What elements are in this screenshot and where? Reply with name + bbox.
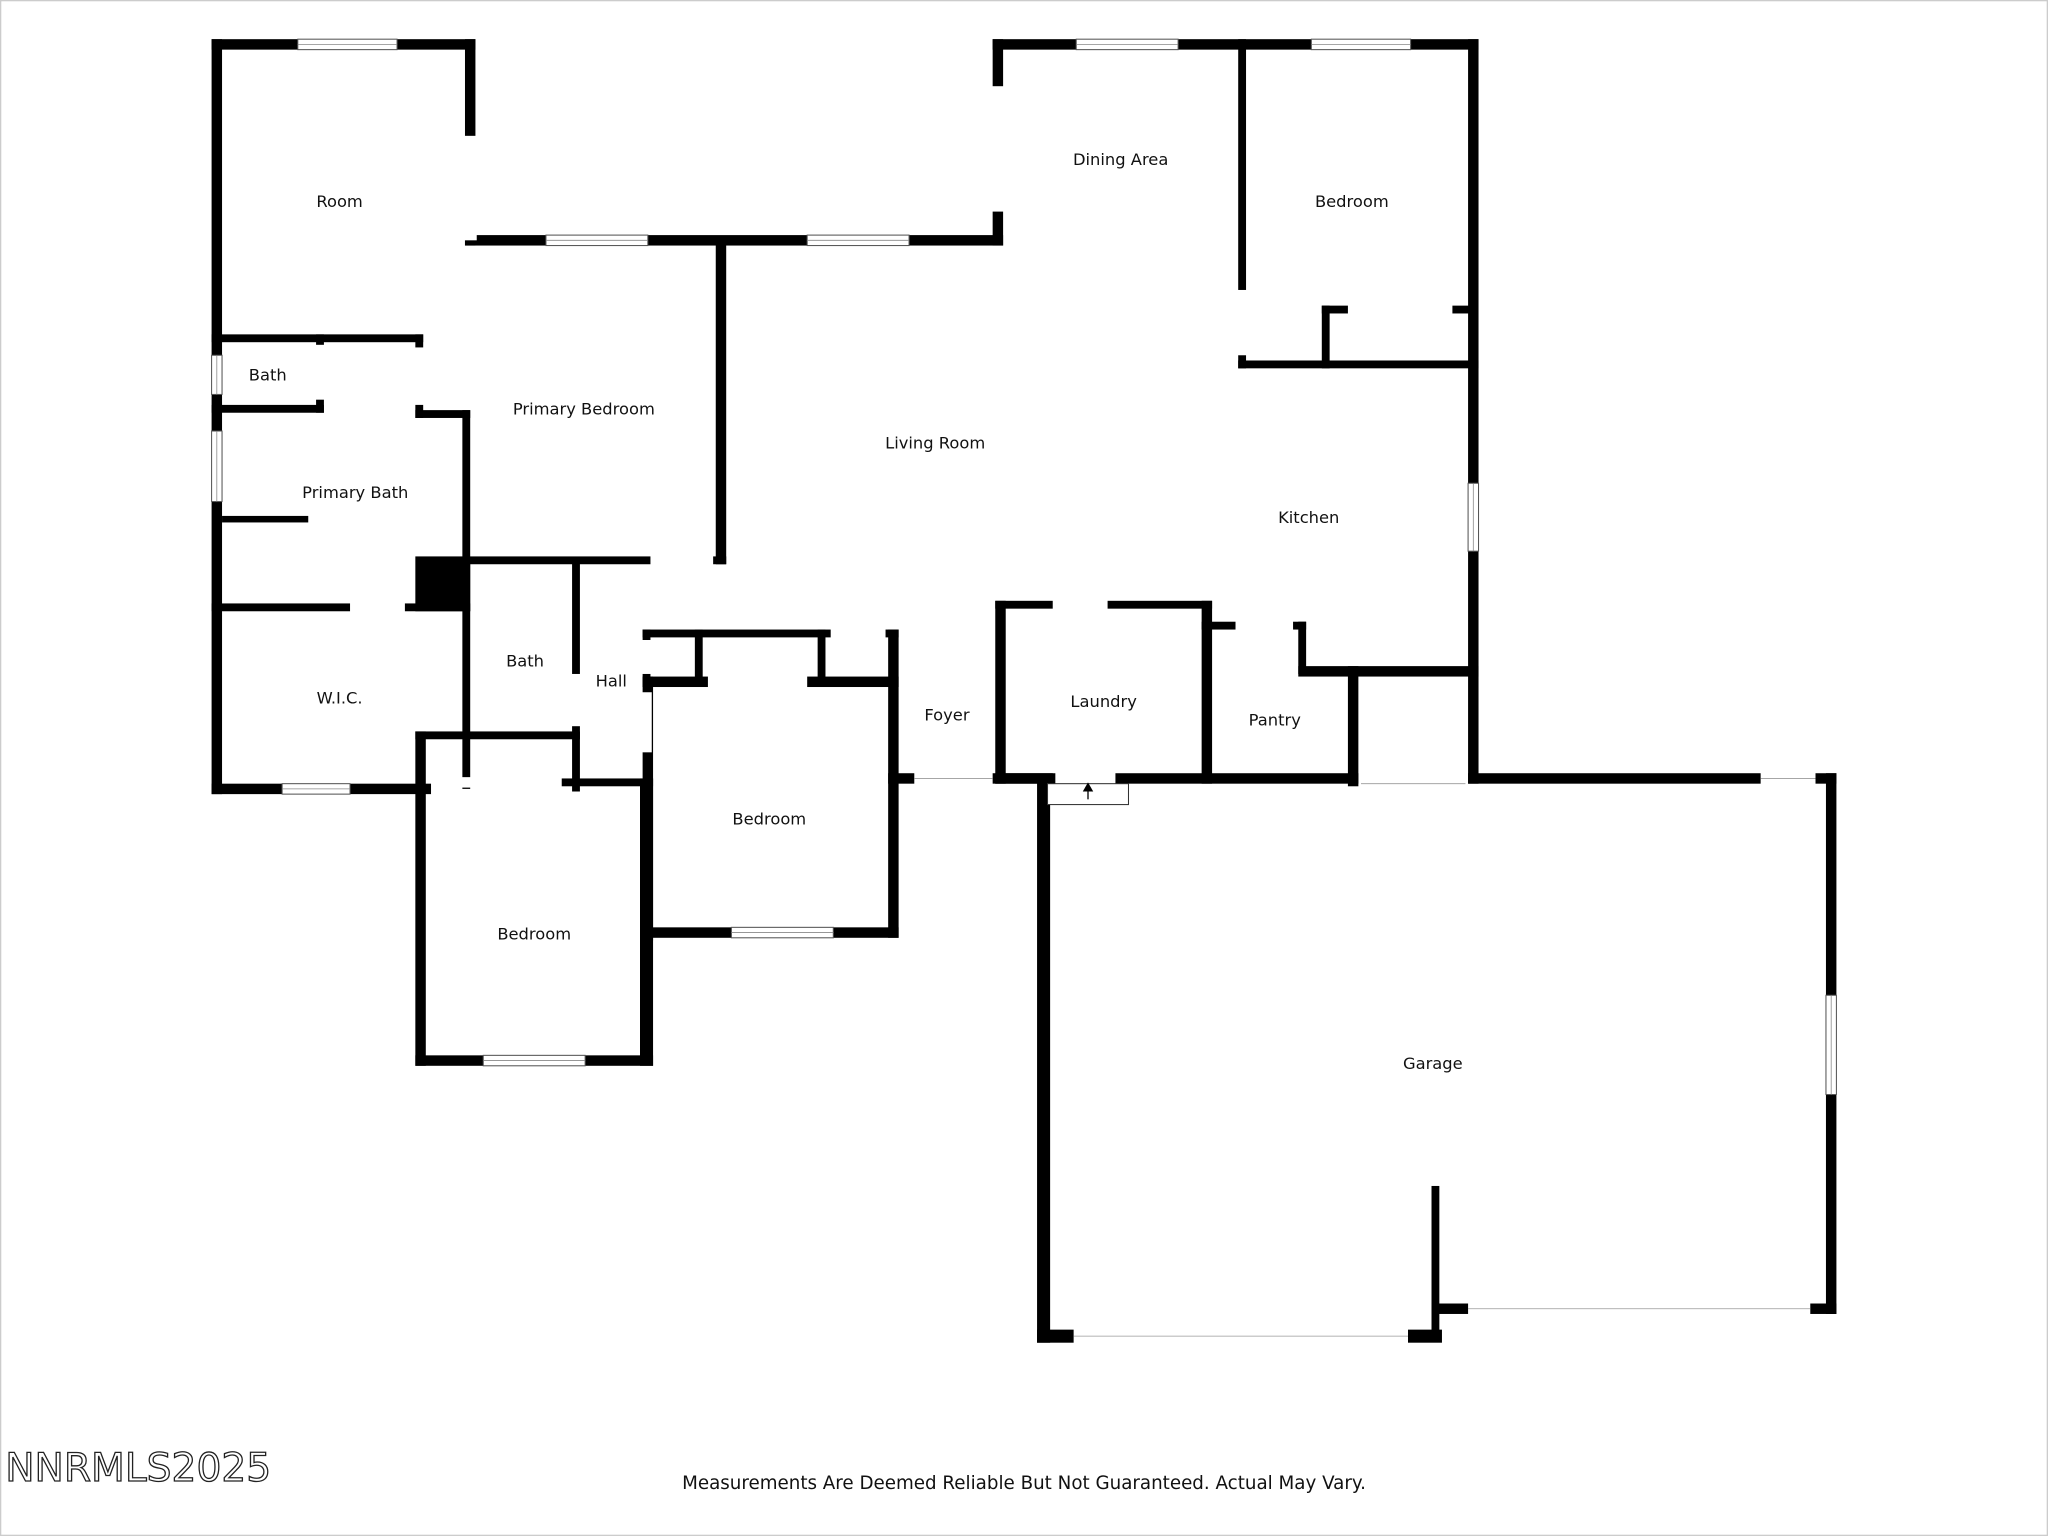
room-label-bath-hall: Bath: [506, 652, 544, 671]
room-label-bedroom-mid: Bedroom: [732, 810, 806, 829]
door-opening: [436, 777, 562, 788]
wall: [1452, 305, 1471, 314]
door-opening: [1235, 620, 1291, 631]
window: [297, 38, 398, 51]
wall: [211, 39, 223, 795]
door-opening: [314, 344, 326, 400]
opening-lines: [914, 778, 1816, 1337]
wall: [715, 242, 727, 565]
window: [806, 234, 910, 247]
room-label-living-room: Living Room: [885, 434, 985, 453]
wall: [1468, 773, 1837, 784]
room-label-pantry: Pantry: [1249, 710, 1302, 729]
window: [1310, 38, 1412, 51]
window: [482, 1054, 586, 1067]
door-opening: [570, 673, 582, 727]
wall: [211, 603, 471, 612]
room-label-primary-bath: Primary Bath: [302, 483, 408, 502]
door-opening: [414, 347, 425, 405]
wall: [1298, 621, 1307, 674]
room-label-wic: W.I.C.: [317, 688, 363, 707]
door-opening: [1236, 289, 1248, 356]
wall: [642, 629, 899, 638]
wall: [995, 773, 1359, 784]
wall: [415, 731, 426, 1066]
wall: [992, 39, 1479, 50]
room-label-room: Room: [316, 192, 362, 211]
disclaimer-text: Measurements Are Deemed Reliable But Not…: [682, 1473, 1366, 1494]
room-label-kitchen: Kitchen: [1278, 508, 1339, 527]
wall: [415, 410, 471, 418]
room-label-bedroom-ne: Bedroom: [1315, 192, 1389, 211]
wall: [1201, 600, 1213, 784]
windows: [281, 38, 1412, 1067]
wall: [1201, 621, 1236, 630]
wall: [642, 676, 654, 941]
wall: [415, 731, 580, 740]
door-opening: [641, 692, 652, 753]
wall: [1238, 39, 1247, 369]
door-opening: [707, 675, 808, 689]
wall: [1468, 39, 1479, 784]
door-opening: [991, 86, 1005, 212]
wall: [1347, 666, 1359, 787]
window: [211, 354, 223, 395]
entry-step: [1046, 782, 1130, 806]
window: [281, 783, 351, 795]
door-opening: [830, 628, 886, 639]
wall: [415, 556, 471, 612]
room-label-foyer: Foyer: [924, 705, 969, 724]
window: [1825, 994, 1837, 1096]
room-label-laundry: Laundry: [1070, 692, 1137, 711]
window: [730, 926, 834, 939]
window: [1075, 38, 1179, 51]
door-opening: [1360, 771, 1466, 785]
wall: [694, 629, 703, 685]
wall: [222, 515, 309, 523]
door-opening: [641, 639, 652, 674]
room-label-hall: Hall: [596, 671, 627, 690]
wall: [1037, 775, 1051, 1343]
door-opening: [650, 555, 714, 566]
room-label-primary-bedroom: Primary Bedroom: [513, 400, 655, 419]
room-label-garage: Garage: [1403, 1054, 1463, 1073]
room-label-dining-area: Dining Area: [1073, 150, 1168, 169]
window: [545, 234, 649, 247]
door-opening: [1055, 771, 1116, 785]
door-opening: [350, 602, 405, 613]
room-label-bath-small: Bath: [249, 366, 287, 385]
wall: [817, 629, 826, 685]
wall: [1431, 1185, 1440, 1341]
walls: [211, 39, 1837, 1343]
arrow-up-icon: [1082, 782, 1094, 792]
wall: [995, 600, 1006, 784]
room-label-bedroom-sw: Bedroom: [497, 925, 571, 944]
openings: [314, 86, 1816, 1344]
windows-vertical: [211, 354, 1837, 1096]
wall: [1321, 305, 1330, 369]
door-opening: [463, 135, 477, 241]
wall: [211, 404, 324, 413]
room-labels: Room Dining Area Bedroom Bath Primary Be…: [249, 150, 1463, 1073]
wall: [1238, 360, 1479, 369]
door-opening: [1052, 599, 1108, 610]
wall: [1298, 666, 1479, 677]
wall: [561, 778, 654, 787]
wall: [464, 235, 1004, 246]
window: [1467, 482, 1480, 552]
window: [211, 430, 223, 503]
watermark-text: NNRMLS2025: [5, 1446, 271, 1491]
wall: [1321, 305, 1348, 314]
wall: [464, 556, 727, 565]
